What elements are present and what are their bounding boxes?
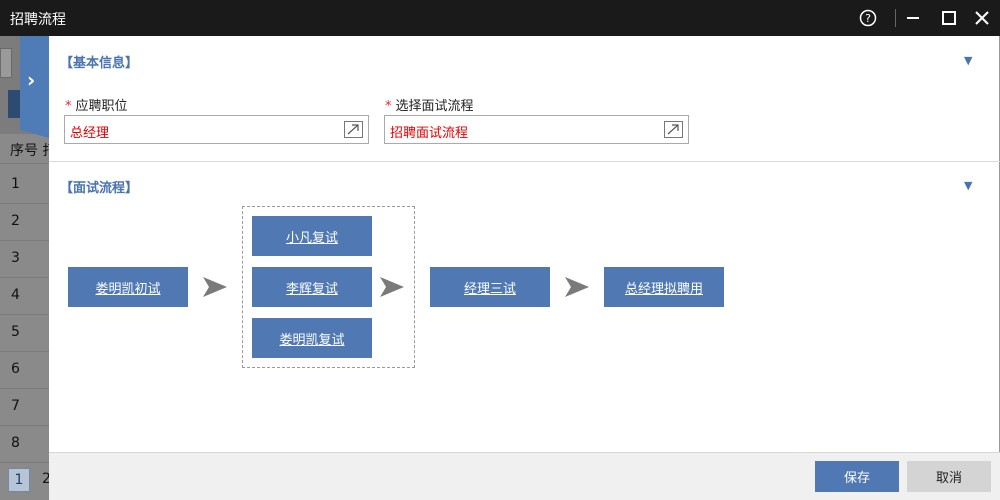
svg-text:?: ? [865,12,871,25]
required-mark: * [65,99,72,114]
list-header: 序号 打 [10,143,49,159]
background-toolbar-button [8,90,22,118]
list-row-number: 4 [11,287,20,303]
position-label-text: 应聘职位 [75,99,128,114]
section-divider [49,161,1000,162]
maximize-icon [942,11,956,25]
flow-node-second-interview[interactable]: 小凡复试 [252,216,372,256]
close-button[interactable] [964,0,1000,36]
row-divider [0,351,49,352]
list-row-number: 7 [11,398,20,414]
row-divider [0,277,49,278]
row-divider [0,314,49,315]
minimize-button[interactable] [895,0,931,36]
position-field[interactable]: 总经理 [64,115,369,144]
list-row-number: 2 [11,213,20,229]
open-picker-icon [347,124,359,135]
list-row-number: 6 [11,361,20,377]
chevron-right-icon: › [27,68,36,92]
help-button[interactable]: ? [850,0,886,36]
list-row-number: 1 [11,176,20,192]
list-row-number: 8 [11,435,20,451]
list-row-number: 5 [11,324,20,340]
flow-node-second-interview[interactable]: 李辉复试 [252,267,372,307]
flow-node-first-interview[interactable]: 娄明凯初试 [68,267,188,307]
row-divider [0,203,49,204]
process-label: *选择面试流程 [385,95,474,114]
process-field[interactable]: 招聘面试流程 [384,115,689,144]
pagination-page: 2 [42,471,49,487]
flow-arrow-icon [203,277,227,297]
panel-toggle-tab[interactable]: › [20,36,49,138]
save-button[interactable]: 保存 [815,461,899,492]
flow-arrow-icon [565,277,589,297]
window-titlebar: 招聘流程 ? [0,0,1000,36]
process-field-value: 招聘面试流程 [390,126,469,141]
cancel-button[interactable]: 取消 [907,461,991,492]
interview-flow-collapse-icon[interactable]: ▼ [964,179,973,192]
parallel-stage-group [242,206,415,368]
row-divider [0,462,49,463]
row-divider [0,163,49,164]
interview-flow-title: 【面试流程】 [60,181,139,196]
flow-node-third-interview[interactable]: 经理三试 [430,267,550,307]
background-toolbar-button [0,48,12,78]
required-mark: * [385,99,392,114]
maximize-button[interactable] [931,0,967,36]
basic-info-collapse-icon[interactable]: ▼ [964,54,973,67]
flow-arrow-icon [380,277,404,297]
titlebar-separator [895,9,896,27]
list-row-number: 3 [11,250,20,266]
window-title: 招聘流程 [10,12,66,28]
recruitment-dialog: 【基本信息】 ▼ *应聘职位 总经理 *选择面试流程 招聘面试流程 【面试流程】… [49,36,1000,500]
close-icon [975,11,989,25]
process-picker-button[interactable] [664,121,683,138]
row-divider [0,425,49,426]
row-divider [0,388,49,389]
open-picker-icon [667,124,679,135]
process-label-text: 选择面试流程 [395,99,474,114]
flow-node-second-interview[interactable]: 娄明凯复试 [252,318,372,358]
pagination-current-page: 1 [8,468,30,492]
help-icon: ? [859,9,877,27]
position-label: *应聘职位 [65,95,128,114]
dialog-footer: 保存 取消 [49,452,1000,500]
position-field-value: 总经理 [70,126,110,141]
minimize-icon [907,17,919,19]
flow-node-final-hire[interactable]: 总经理拟聘用 [604,267,724,307]
row-divider [0,240,49,241]
position-picker-button[interactable] [344,121,363,138]
basic-info-title: 【基本信息】 [60,56,139,71]
